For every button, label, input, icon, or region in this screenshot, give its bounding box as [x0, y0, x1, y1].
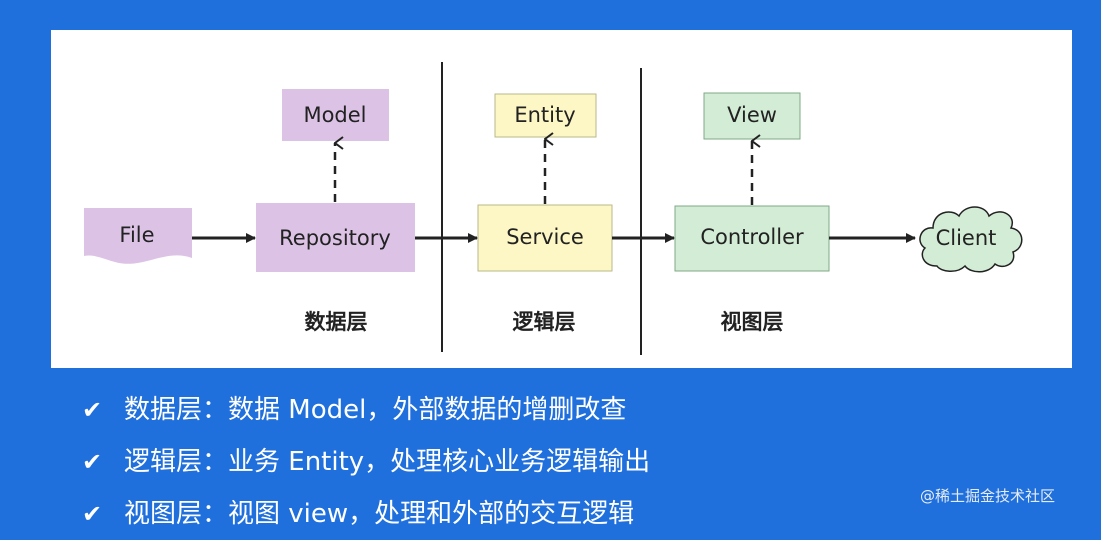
brand-watermark: @稀土掘金技术社区	[920, 487, 1056, 505]
client-label: Client	[936, 226, 997, 250]
service-label: Service	[506, 225, 584, 249]
model-node: Model	[282, 89, 389, 141]
bullet-text: 数据层：数据 Model，外部数据的增删改查	[124, 395, 627, 425]
client-node: Client	[919, 206, 1023, 273]
architecture-diagram: File Repository Model Service Entity Con…	[84, 62, 1023, 355]
bullet-item: ✔ 数据层：数据 Model，外部数据的增删改查	[82, 384, 650, 436]
bullet-text: 视图层：视图 view，处理和外部的交互逻辑	[124, 499, 635, 529]
view-node: View	[703, 92, 801, 140]
view-label: View	[727, 103, 777, 127]
check-icon: ✔	[82, 396, 103, 424]
service-node: Service	[477, 204, 613, 272]
file-node: File	[84, 208, 192, 264]
layer-label-data: 数据层	[305, 310, 368, 334]
entity-label: Entity	[514, 103, 575, 127]
layer-label-logic: 逻辑层	[513, 310, 576, 334]
bullet-item: ✔ 视图层：视图 view，处理和外部的交互逻辑	[82, 488, 650, 540]
model-label: Model	[303, 103, 366, 127]
diagram-panel: File Repository Model Service Entity Con…	[51, 30, 1072, 368]
bullet-list: ✔ 数据层：数据 Model，外部数据的增删改查 ✔ 逻辑层：业务 Entity…	[82, 384, 650, 540]
controller-node: Controller	[674, 205, 830, 272]
layer-label-view: 视图层	[721, 310, 784, 334]
repository-node: Repository	[256, 203, 415, 272]
entity-node: Entity	[494, 93, 597, 138]
bullet-text: 逻辑层：业务 Entity，处理核心业务逻辑输出	[124, 447, 651, 477]
file-label: File	[119, 223, 154, 247]
check-icon: ✔	[82, 500, 103, 528]
check-icon: ✔	[82, 448, 103, 476]
bullet-item: ✔ 逻辑层：业务 Entity，处理核心业务逻辑输出	[82, 436, 650, 488]
repository-label: Repository	[279, 226, 391, 250]
controller-label: Controller	[700, 225, 804, 249]
